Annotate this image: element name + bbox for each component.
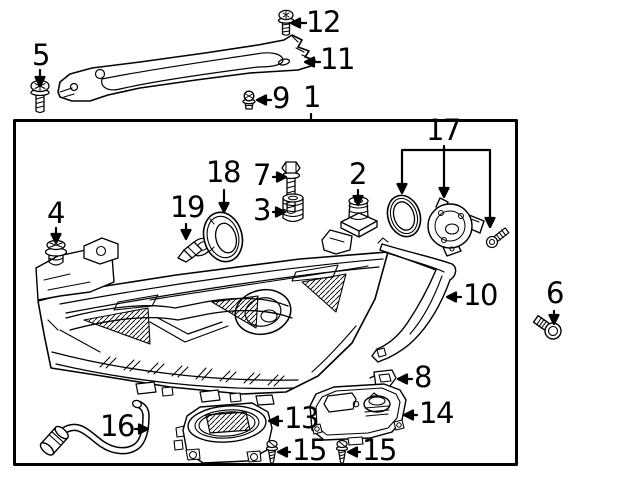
callout-11: 11	[320, 42, 355, 76]
screw-15b-drawing	[335, 439, 349, 464]
screw-6-drawing	[532, 314, 562, 340]
callout-13: 13	[284, 401, 319, 435]
callout-6: 6	[546, 276, 564, 310]
callout-15b: 15	[362, 433, 397, 467]
actuator-17b-drawing	[427, 197, 485, 257]
callout-7: 7	[253, 158, 271, 192]
seal-ring-17a-drawing	[386, 194, 422, 238]
bracket-11-drawing	[57, 34, 316, 102]
led-module-13-drawing	[173, 402, 273, 464]
clip-9-drawing	[242, 90, 256, 110]
callout-8: 8	[414, 360, 432, 394]
seal-cap-18-drawing	[202, 211, 244, 263]
callout-9: 9	[272, 81, 290, 115]
callout-10: 10	[463, 278, 498, 312]
screw-12-drawing	[277, 9, 295, 36]
callout-3: 3	[253, 193, 271, 227]
callout-17: 17	[426, 113, 461, 147]
callout-18: 18	[206, 155, 241, 189]
leader-lines	[34, 17, 560, 458]
diagram-frame	[13, 119, 518, 466]
callout-1: 1	[303, 80, 321, 114]
callout-14: 14	[419, 396, 454, 430]
headlamp-assembly-drawing	[35, 229, 389, 406]
screw-17c-drawing	[485, 227, 510, 249]
callout-4: 4	[47, 196, 65, 230]
bolt-7-drawing	[281, 161, 301, 214]
callout-16: 16	[100, 409, 135, 443]
clip-4-drawing	[44, 239, 68, 266]
callout-5: 5	[32, 38, 50, 72]
control-module-14-drawing	[309, 383, 407, 446]
grommet-3-drawing	[282, 193, 304, 223]
screw-15a-drawing	[265, 439, 279, 464]
hose-16-drawing	[39, 399, 150, 456]
callout-12: 12	[306, 5, 341, 39]
callout-15a: 15	[292, 433, 327, 467]
callout-19: 19	[170, 190, 205, 224]
trim-strip-10-drawing	[371, 237, 457, 363]
callout-2: 2	[349, 157, 367, 191]
